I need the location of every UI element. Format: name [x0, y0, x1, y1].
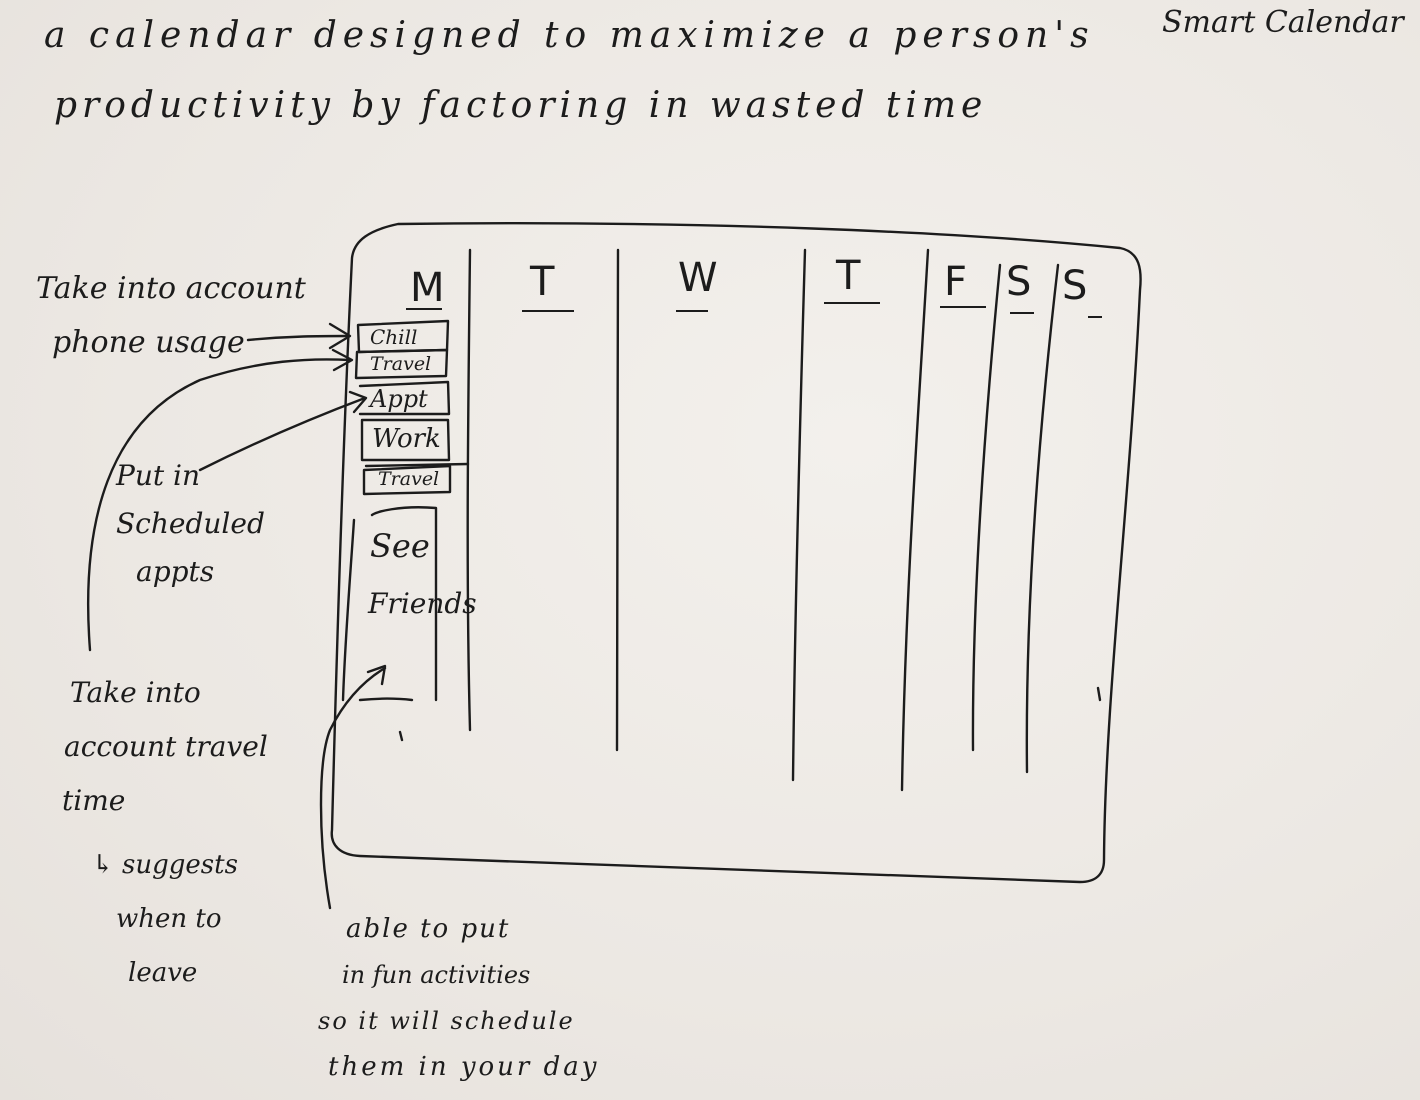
arrow-travel-time — [86, 358, 352, 652]
note-line: ↳ suggests — [92, 850, 238, 880]
arrow-fun-activities — [319, 666, 387, 910]
note-line: them in your day — [328, 1052, 600, 1082]
note-suggests-leave: ↳ suggests when to leave — [92, 838, 238, 1000]
note-scheduled-appts: Put in Scheduled appts — [116, 452, 265, 596]
note-travel-time: Take into account travel time — [62, 666, 268, 828]
note-line: time — [62, 784, 126, 817]
divider-4 — [900, 248, 930, 792]
open-slot-bracket — [370, 506, 438, 702]
day-header-tuesday: T — [530, 259, 555, 305]
open-slot-line-1: See — [370, 527, 430, 565]
arrow-scheduled-appts — [198, 396, 367, 472]
note-line: Take into account — [36, 271, 306, 306]
divider-5 — [971, 263, 1002, 752]
note-line: Take into — [70, 676, 201, 709]
day-header-sunday: S — [1062, 263, 1088, 309]
day-underline — [940, 306, 986, 308]
description-line-1: a calendar designed to maximize a person… — [44, 15, 1095, 56]
day-header-thursday: T — [836, 253, 861, 299]
description-line-2: productivity by factoring in wasted time — [54, 85, 988, 126]
event-box-travel-2 — [362, 464, 452, 496]
arrow-phone-usage — [246, 334, 350, 342]
note-line: so it will schedule — [318, 1007, 575, 1035]
day-underline — [1010, 312, 1034, 314]
note-fun-activities: able to put in fun activities so it will… — [318, 906, 599, 1090]
note-line: able to put — [346, 914, 511, 944]
calendar-frame — [330, 222, 1142, 884]
divider-1 — [466, 248, 472, 732]
note-line: when to — [116, 904, 222, 934]
day-header-wednesday: W — [678, 255, 718, 301]
day-underline — [676, 310, 708, 312]
note-line: Put in — [116, 459, 201, 492]
open-slot-line-2: Friends — [368, 587, 477, 620]
event-travel: Travel — [370, 353, 432, 375]
event-box-travel — [354, 348, 449, 380]
day-header-saturday: S — [1006, 259, 1032, 305]
day-underline — [824, 302, 880, 304]
divider-3 — [791, 248, 807, 782]
event-work: Work — [372, 424, 441, 454]
event-chill: Chill — [370, 325, 418, 349]
page-title: Smart Calendar — [1162, 5, 1404, 40]
note-line: account travel — [64, 730, 268, 763]
day-header-friday: F — [944, 259, 968, 305]
day-underline — [522, 310, 574, 312]
note-line: leave — [128, 958, 198, 988]
divider-2 — [615, 248, 620, 752]
day-underline — [406, 308, 442, 310]
note-line: phone usage — [52, 325, 245, 360]
note-line: appts — [136, 555, 215, 588]
note-line: in fun activities — [342, 961, 531, 989]
note-line: Scheduled — [116, 507, 265, 540]
day-underline — [1088, 316, 1102, 318]
divider-6 — [1025, 263, 1060, 774]
event-box-work — [360, 418, 451, 462]
day-header-monday: M — [410, 265, 445, 311]
note-phone-usage: Take into account phone usage — [36, 262, 306, 370]
event-appt: Appt — [370, 385, 428, 413]
event-travel-2: Travel — [378, 468, 440, 490]
event-box-appt — [358, 380, 451, 416]
